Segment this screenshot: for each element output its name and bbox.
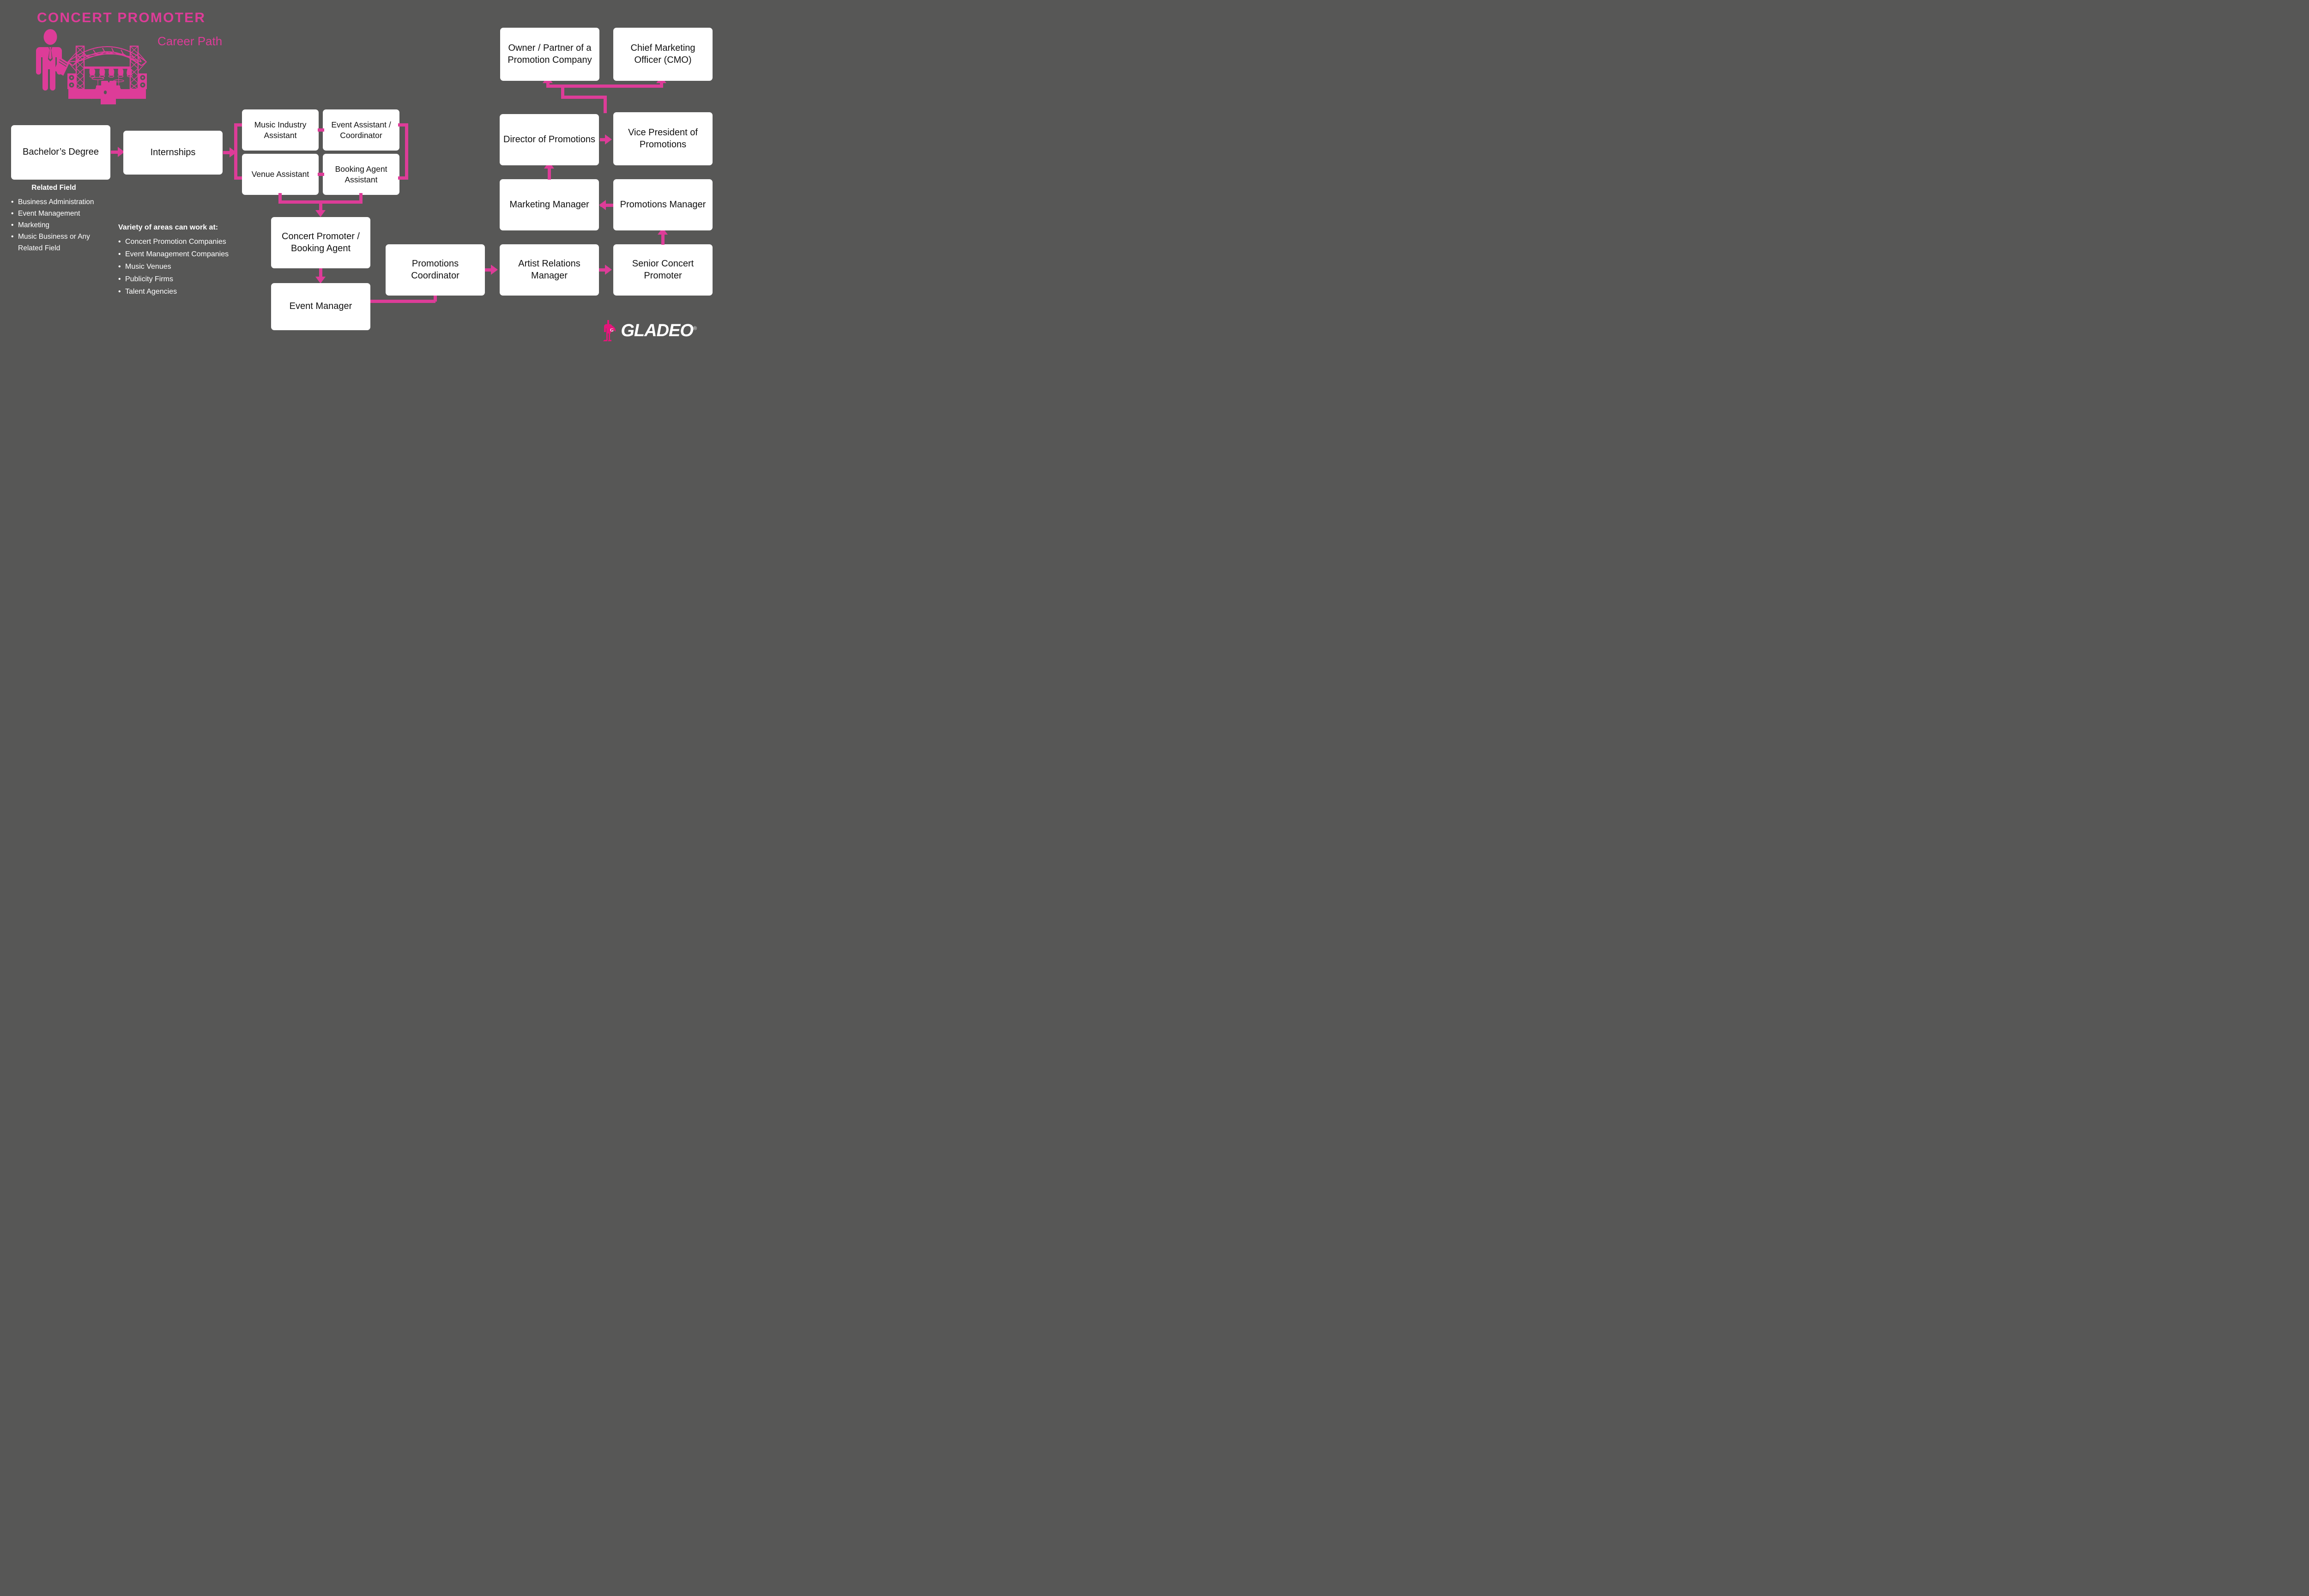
merge-stem-to-concert-promoter bbox=[319, 200, 322, 212]
vp-fork-mid-riser bbox=[561, 85, 564, 99]
page-title: CONCERT PROMOTER bbox=[37, 10, 206, 25]
vp-fork-upper-bar bbox=[546, 85, 663, 88]
bracket-right-top-stub bbox=[398, 123, 408, 127]
node-event-manager[interactable]: Event Manager bbox=[271, 283, 370, 330]
connector-promotions-to-marketing-manager bbox=[600, 204, 613, 207]
merge-left-down-from-venue bbox=[278, 193, 282, 204]
list-item: Marketing bbox=[11, 219, 99, 231]
list-item: Talent Agencies bbox=[118, 286, 229, 298]
connector-promoter-to-event-manager bbox=[319, 268, 322, 279]
gladeo-logo[interactable]: G GLADEO® bbox=[602, 320, 697, 342]
connector-senior-promoter-up bbox=[661, 231, 665, 245]
arrowhead-into-concert-promoter bbox=[315, 210, 326, 217]
bracket-left-bottom-stub bbox=[234, 176, 243, 180]
node-venue-assistant[interactable]: Venue Assistant bbox=[242, 154, 319, 195]
connector-music-to-event-assistant bbox=[318, 128, 324, 132]
list-item: Music Business or Any Related Field bbox=[11, 231, 99, 254]
node-marketing-manager[interactable]: Marketing Manager bbox=[500, 179, 599, 230]
connector-event-manager-right bbox=[370, 300, 435, 303]
node-promotions-manager[interactable]: Promotions Manager bbox=[613, 179, 713, 230]
node-director-of-promotions[interactable]: Director of Promotions bbox=[500, 114, 599, 165]
arrowhead-to-artist-relations bbox=[491, 265, 498, 275]
connector-director-to-vp bbox=[600, 138, 606, 141]
page-subtitle: Career Path bbox=[157, 34, 223, 48]
bracket-right-bottom-stub bbox=[398, 176, 408, 180]
node-vice-president-of-promotions[interactable]: Vice President of Promotions bbox=[613, 112, 713, 165]
vp-riser bbox=[604, 96, 607, 113]
arrowhead-bachelors-to-internships bbox=[118, 147, 125, 157]
arrowhead-into-vp-promotions bbox=[605, 134, 612, 145]
list-item: Music Venues bbox=[118, 261, 229, 273]
areas-block: Variety of areas can work at: Concert Pr… bbox=[118, 224, 229, 298]
connector-coordinator-to-artist-relations bbox=[485, 268, 493, 272]
connector-bachelors-to-internships bbox=[111, 151, 120, 154]
node-chief-marketing-officer[interactable]: Chief Marketing Officer (CMO) bbox=[613, 28, 713, 81]
areas-heading: Variety of areas can work at: bbox=[118, 224, 218, 231]
connector-up-to-promotions-coordinator bbox=[434, 290, 437, 302]
node-booking-agent-assistant[interactable]: Booking Agent Assistant bbox=[323, 154, 399, 195]
concert-promoter-stage-illustration bbox=[36, 29, 147, 104]
related-field-block: Related Field Business Administration Ev… bbox=[11, 184, 99, 254]
list-item: Event Management Companies bbox=[118, 248, 229, 261]
node-bachelors-degree[interactable]: Bachelor’s Degree bbox=[11, 125, 110, 180]
node-internships[interactable]: Internships bbox=[123, 131, 223, 175]
node-concert-promoter-booking-agent[interactable]: Concert Promoter / Booking Agent bbox=[271, 217, 370, 268]
list-item: Business Administration bbox=[11, 196, 99, 208]
arrowhead-to-senior-promoter bbox=[605, 265, 612, 275]
connector-internships-out bbox=[223, 151, 232, 154]
related-field-list: Business Administration Event Management… bbox=[11, 196, 99, 254]
connector-artist-relations-to-senior-promoter bbox=[599, 268, 607, 272]
areas-list: Concert Promotion Companies Event Manage… bbox=[118, 236, 229, 298]
bracket-left-top-stub bbox=[234, 123, 243, 127]
list-item: Concert Promotion Companies bbox=[118, 236, 229, 248]
gladeo-superhero-mark: G bbox=[603, 320, 616, 341]
list-item: Event Management bbox=[11, 208, 99, 219]
node-promotions-coordinator[interactable]: Promotions Coordinator bbox=[386, 244, 485, 296]
connector-venue-to-booking-assistant bbox=[318, 173, 324, 176]
node-artist-relations-manager[interactable]: Artist Relations Manager bbox=[500, 244, 599, 296]
node-event-assistant-coordinator[interactable]: Event Assistant / Coordinator bbox=[323, 109, 399, 151]
list-item: Publicity Firms bbox=[118, 273, 229, 286]
node-owner-partner[interactable]: Owner / Partner of a Promotion Company bbox=[500, 28, 599, 81]
bracket-left-vertical bbox=[234, 123, 237, 180]
gladeo-wordmark: GLADEO® bbox=[621, 320, 697, 340]
related-field-heading: Related Field bbox=[31, 184, 76, 192]
bracket-right-vertical bbox=[405, 123, 408, 180]
career-path-infographic: CONCERT PROMOTER Career Path bbox=[0, 0, 713, 355]
registered-trademark-icon: ® bbox=[693, 325, 697, 331]
node-music-industry-assistant[interactable]: Music Industry Assistant bbox=[242, 109, 319, 151]
arrowhead-into-marketing-manager bbox=[599, 200, 606, 210]
arrowhead-into-event-manager bbox=[315, 277, 326, 284]
gladeo-mark-letter: G bbox=[610, 328, 614, 333]
vp-fork-lower-bar bbox=[561, 96, 607, 99]
node-senior-concert-promoter[interactable]: Senior Concert Promoter bbox=[613, 244, 713, 296]
merge-right-down-from-booking bbox=[359, 193, 363, 204]
connector-marketing-manager-up bbox=[548, 165, 551, 180]
